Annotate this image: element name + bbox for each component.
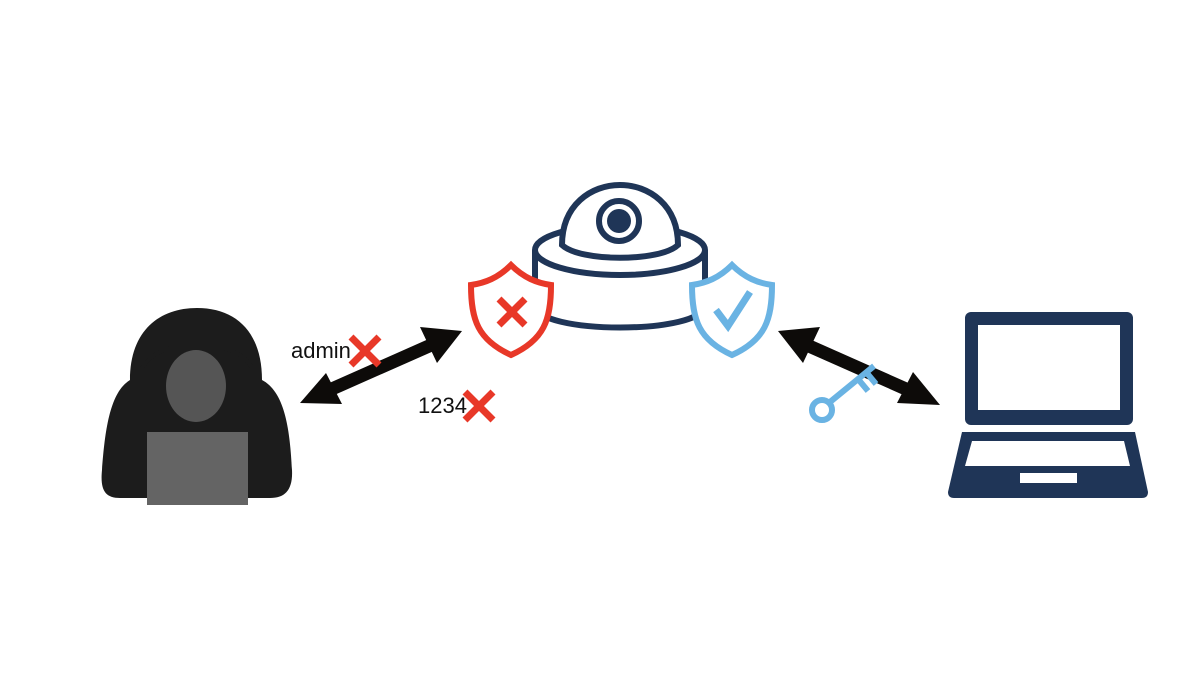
credential-admin: admin bbox=[291, 338, 351, 363]
hacker-icon bbox=[101, 308, 293, 505]
shield-denied-icon bbox=[467, 260, 555, 359]
reject-x-icon bbox=[462, 389, 496, 423]
laptop-icon bbox=[948, 312, 1148, 498]
key-icon bbox=[809, 363, 879, 423]
hacker-laptop-icon bbox=[147, 432, 248, 505]
reject-x-icon bbox=[348, 334, 382, 368]
credential-1234: 1234 bbox=[418, 393, 467, 418]
right-double-arrow bbox=[778, 327, 940, 405]
left-double-arrow bbox=[300, 327, 462, 404]
shield-allowed-icon bbox=[688, 260, 776, 359]
security-camera-icon bbox=[532, 182, 708, 331]
